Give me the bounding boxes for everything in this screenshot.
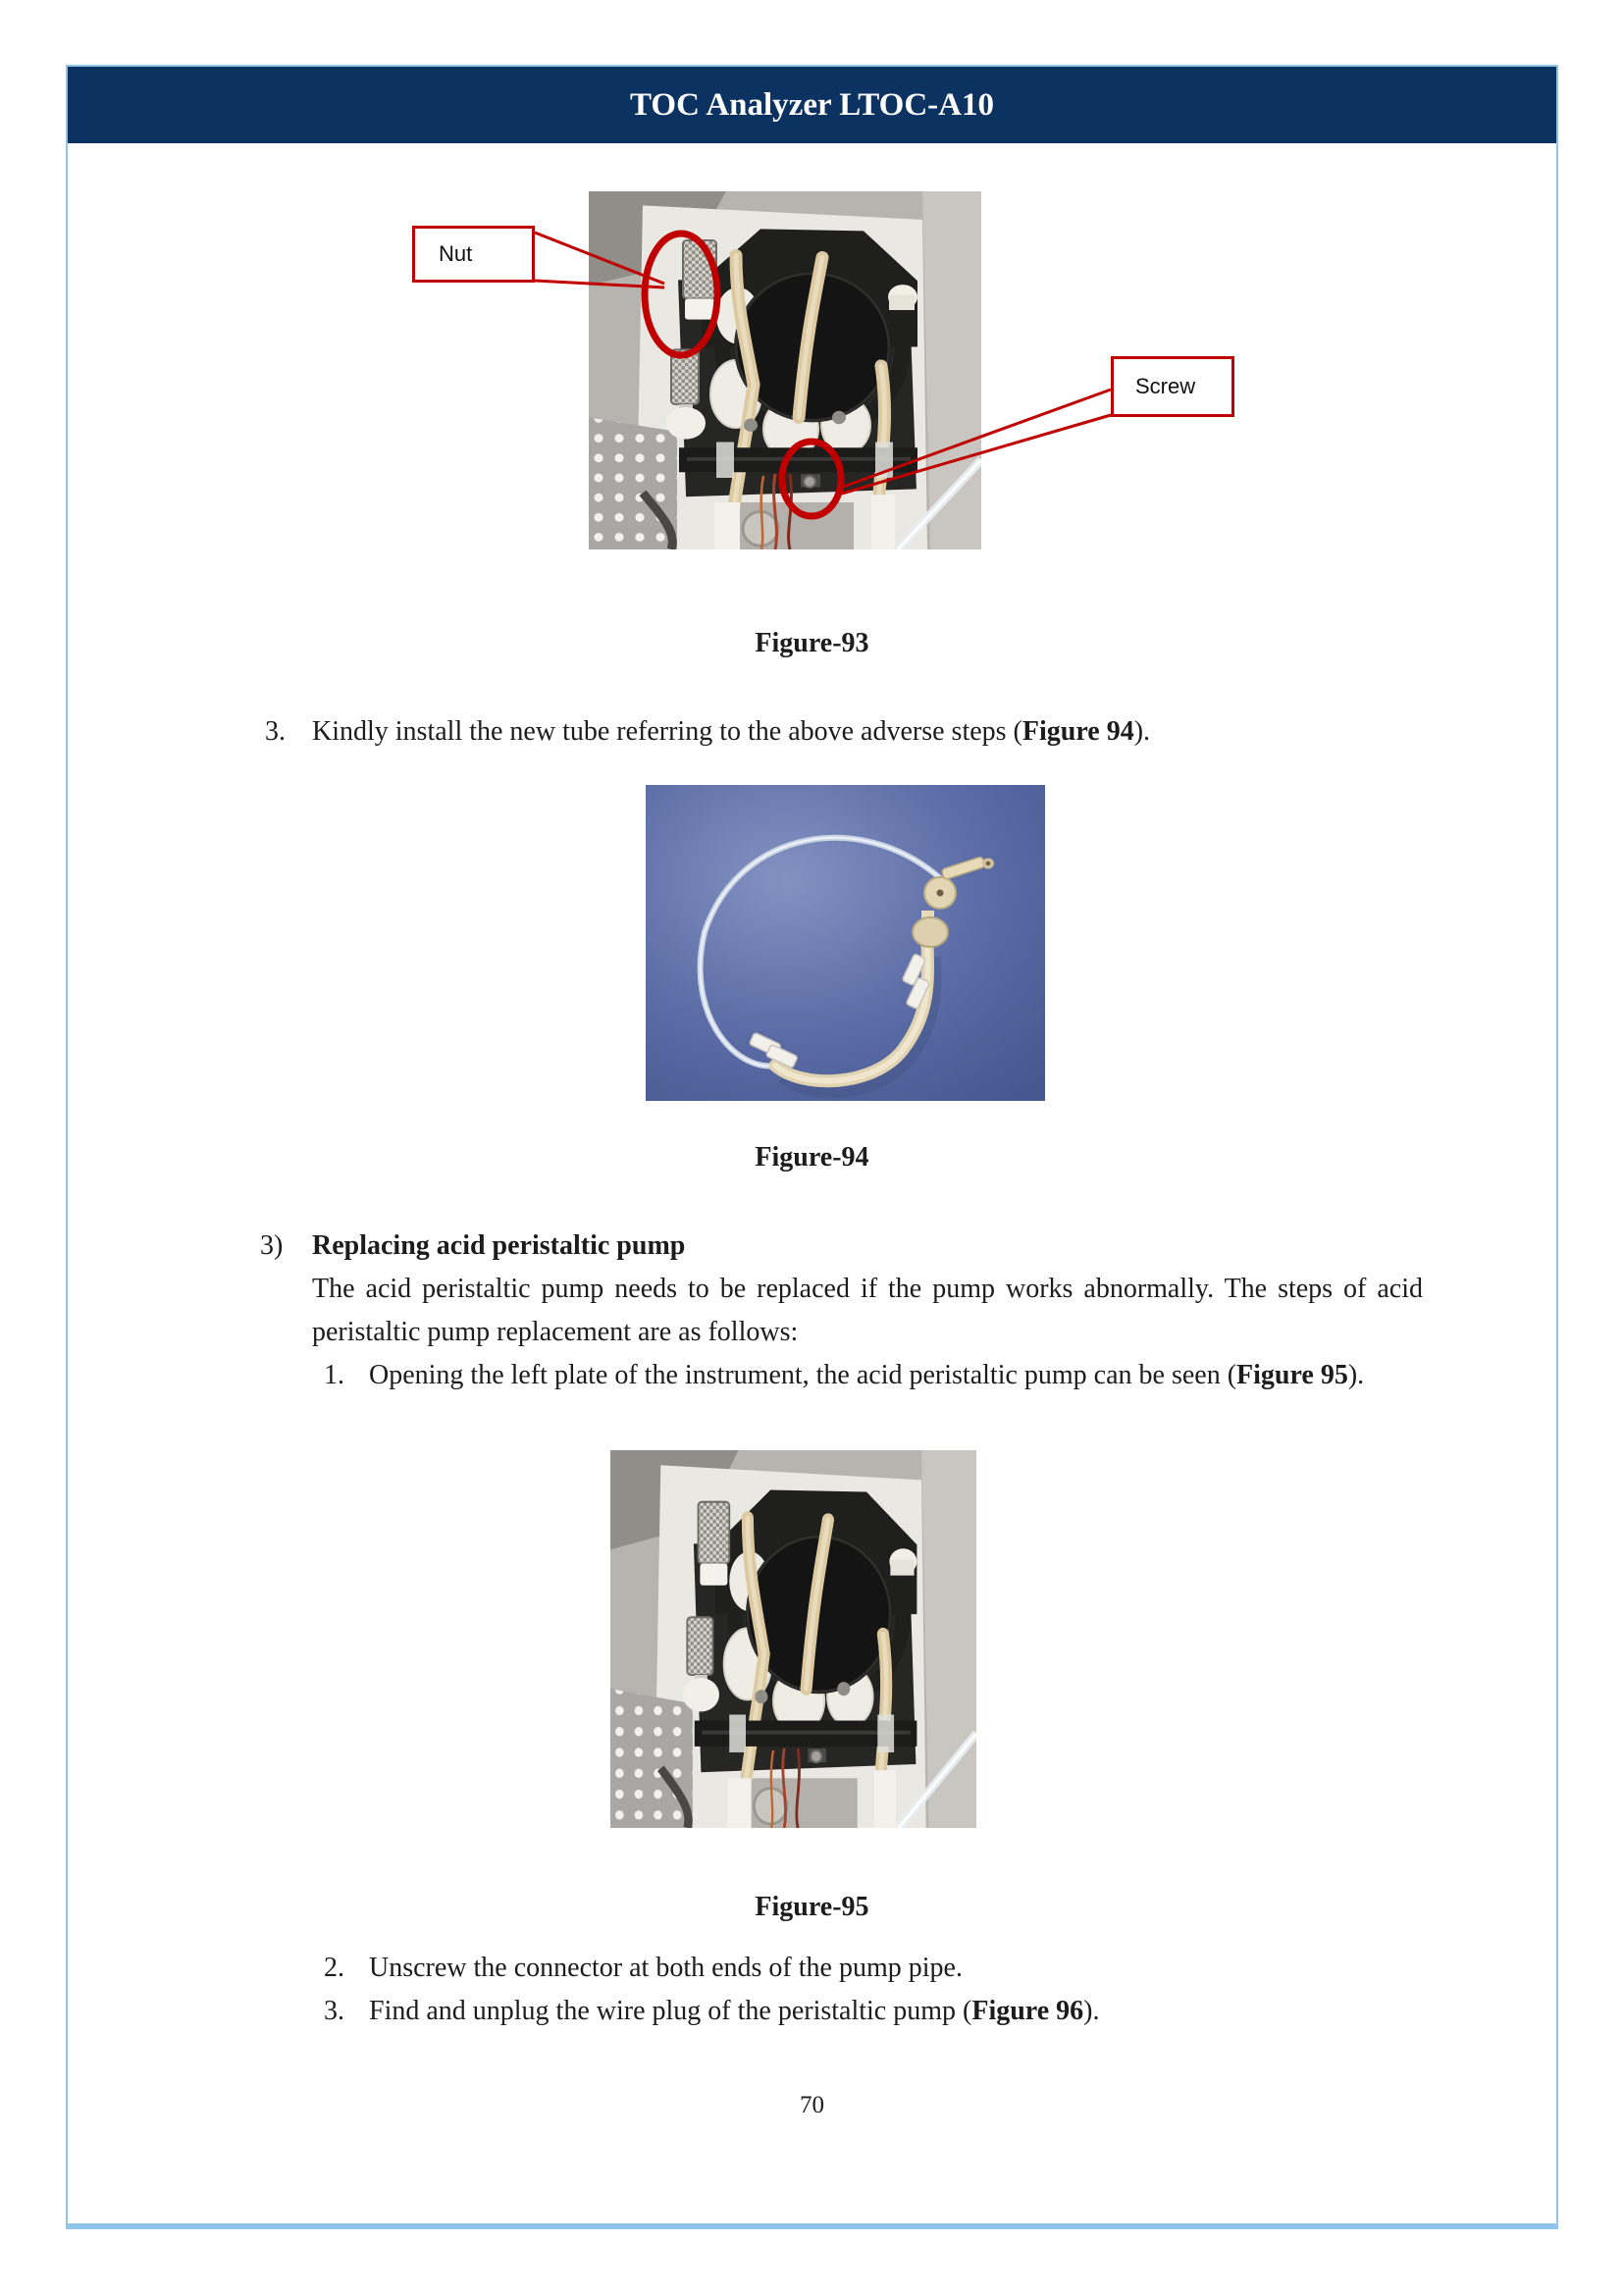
list-marker: 1. <box>324 1360 344 1390</box>
step-3-text-end: ). <box>1083 1996 1100 2026</box>
figure-95-caption: Figure-95 <box>755 1892 869 1922</box>
step-2-text: Unscrew the connector at both ends of th… <box>369 1953 963 1983</box>
header-bar: TOC Analyzer LTOC-A10 <box>68 67 1556 143</box>
list-marker: 3. <box>265 716 286 747</box>
figure-95-image <box>610 1450 976 1828</box>
nut-callout-label: Nut <box>412 226 535 283</box>
step-3-text: Find and unplug the wire plug of the per… <box>369 1990 1439 2033</box>
section-heading-text: Replacing acid peristaltic pump <box>312 1230 686 1261</box>
list-marker: 2. <box>324 1953 344 1983</box>
figure-96-reference: Figure 96 <box>971 1996 1084 2026</box>
install-step-text: Kindly install the new tube referring to… <box>312 716 1022 747</box>
screw-callout-label: Screw <box>1111 356 1234 417</box>
figure-94-caption: Figure-94 <box>755 1142 869 1173</box>
page-number: 70 <box>800 2092 824 2118</box>
install-step-text-end: ). <box>1133 716 1151 747</box>
figure-94-image <box>646 785 1045 1101</box>
figure-93-block: Nut Screw <box>373 182 1256 643</box>
section-marker: 3) <box>260 1230 284 1261</box>
step-1-text-end: ). <box>1347 1360 1365 1390</box>
section-paragraph: The acid peristaltic pump needs to be re… <box>312 1274 1423 1347</box>
screw-label-text: Screw <box>1135 374 1196 398</box>
install-step-item: 3. Kindly install the new tube referring … <box>265 710 1438 754</box>
section-heading: 3) Replacing acid peristaltic pump <box>260 1225 1428 1268</box>
figure-95-reference: Figure 95 <box>1236 1360 1348 1390</box>
document-title: TOC Analyzer LTOC-A10 <box>629 87 994 123</box>
list-marker: 3. <box>324 1996 344 2026</box>
numbered-step-3: 3. Find and unplug the wire plug of the … <box>324 1990 1439 2033</box>
nut-label-text: Nut <box>439 241 473 266</box>
step-1-text: Opening the left plate of the instrument… <box>369 1354 1439 1397</box>
numbered-step-2: 2. Unscrew the connector at both ends of… <box>324 1947 1439 1990</box>
numbered-step-1: 1. Opening the left plate of the instrum… <box>324 1354 1439 1397</box>
step-3-text-start: Find and unplug the wire plug of the per… <box>369 1996 972 2026</box>
figure-93-image <box>589 191 981 549</box>
figure-93-caption: Figure-93 <box>755 628 869 658</box>
figure-94-reference: Figure 94 <box>1022 716 1134 747</box>
step-1-text-start: Opening the left plate of the instrument… <box>369 1360 1237 1390</box>
